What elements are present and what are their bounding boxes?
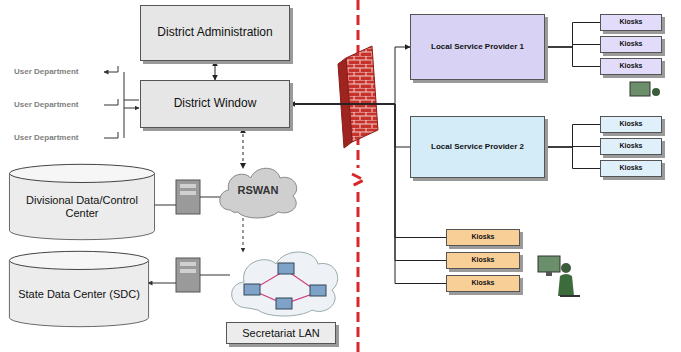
- provider-box: Local Service Provider 2: [410, 116, 545, 178]
- user-department-links: [104, 66, 139, 138]
- department-label: User Department: [14, 67, 78, 76]
- kiosk-box: Kiosks: [446, 229, 520, 246]
- connector: [545, 125, 600, 148]
- connector: [290, 47, 410, 104]
- node-label: District Window: [170, 97, 261, 111]
- node-label: Kiosks: [616, 142, 647, 150]
- network-cloud: RSWAN: [212, 160, 304, 220]
- data-center-cylinder: State Data Center (SDC): [8, 250, 150, 328]
- node-label: RSWAN: [234, 184, 283, 197]
- lan-dashed-link: [243, 218, 244, 252]
- node-label: Kiosks: [468, 233, 499, 241]
- kiosk-box: Kiosks: [446, 275, 520, 292]
- provider-box: Local Service Provider 1: [410, 14, 545, 80]
- connector: [545, 47, 600, 67]
- operator-icon: [538, 256, 580, 296]
- kiosk-box: Kiosks: [600, 160, 662, 177]
- window-box: District Window: [140, 80, 290, 128]
- kiosk-box: Kiosks: [600, 138, 662, 155]
- node-label: Kiosks: [616, 164, 647, 172]
- operator-icon: [630, 82, 660, 96]
- node-label: Divisional Data/Control Center: [8, 194, 156, 219]
- node-label: State Data Center (SDC): [12, 288, 146, 301]
- server-links: [148, 197, 230, 283]
- node-label: Kiosks: [468, 256, 499, 264]
- kiosk-box: Kiosks: [600, 14, 662, 31]
- node-label: Local Service Provider 1: [427, 42, 528, 51]
- data-center-cylinder: Divisional Data/Control Center: [8, 163, 156, 241]
- node-label: Kiosks: [616, 18, 647, 26]
- connector: [545, 23, 600, 48]
- node-label: Local Service Provider 2: [427, 142, 528, 151]
- kiosk-box: Kiosks: [600, 36, 662, 53]
- kiosk-box: Kiosks: [600, 116, 662, 133]
- node-label: Kiosks: [616, 120, 647, 128]
- kiosk-box: Kiosks: [446, 252, 520, 269]
- connector: [290, 104, 410, 147]
- admin-box: District Administration: [140, 5, 290, 61]
- server-icon: [176, 180, 200, 292]
- firewall-icon: [338, 46, 378, 148]
- connector: [215, 61, 216, 80]
- node-label: Kiosks: [468, 279, 499, 287]
- connector: [243, 128, 244, 168]
- node-label: Secretariat LAN: [238, 327, 324, 340]
- lan-box: Secretariat LAN: [226, 322, 336, 344]
- connector: [545, 147, 600, 169]
- kiosk-box: Kiosks: [600, 58, 662, 75]
- node-label: District Administration: [153, 26, 276, 40]
- lan-cloud: [232, 252, 338, 316]
- department-label: User Department: [14, 133, 78, 142]
- node-label: Kiosks: [616, 62, 647, 70]
- department-label: User Department: [14, 100, 78, 109]
- node-label: Kiosks: [616, 40, 647, 48]
